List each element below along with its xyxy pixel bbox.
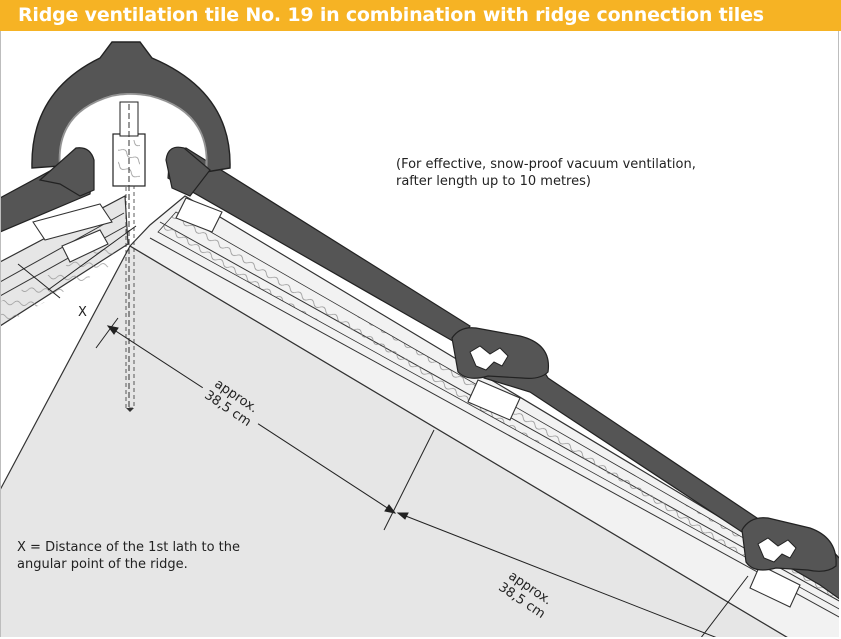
tile-interlock-1 xyxy=(469,345,509,371)
ridge-connection-right xyxy=(165,146,211,197)
ridge-connection-left xyxy=(38,147,95,197)
ventilation-note-line2: rafter length up to 10 metres) xyxy=(396,174,591,189)
x-marker: X xyxy=(78,305,87,320)
ventilation-note-line1: (For effective, snow-proof vacuum ventil… xyxy=(396,157,696,172)
laths-left xyxy=(32,203,113,263)
tile-interlock-2 xyxy=(757,537,797,563)
ventilation-note: (For effective, snow-proof vacuum ventil… xyxy=(396,156,696,190)
dimension-x xyxy=(17,225,137,349)
legend-note-line1: X = Distance of the 1st lath to the xyxy=(17,540,241,555)
legend-note-line2: angular point of the ridge. xyxy=(17,557,188,572)
left-lath-grain xyxy=(1,242,119,325)
diagram-title: Ridge ventilation tile No. 19 in combina… xyxy=(0,0,841,31)
dimension-2 xyxy=(396,512,749,637)
laths-right xyxy=(175,197,801,608)
legend-note: X = Distance of the 1st lath to the angu… xyxy=(17,539,240,573)
